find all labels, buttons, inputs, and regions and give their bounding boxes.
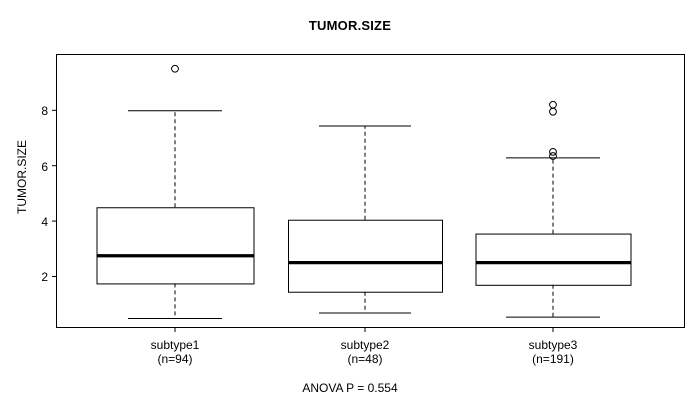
- x-tick-name-subtype2: subtype2: [340, 338, 390, 352]
- y-tick-label-8: 8: [41, 104, 48, 118]
- boxes-layer: [96, 64, 632, 320]
- y-tick-label-6: 6: [41, 160, 48, 174]
- x-axis-ticks: [174, 327, 554, 332]
- y-tick-label-4: 4: [41, 215, 48, 229]
- outlier-point-subtype3-4: [549, 152, 557, 160]
- x-tick-label-subtype2: subtype2 (n=48): [275, 338, 455, 366]
- outlier-point-subtype3-1: [549, 100, 557, 109]
- y-tick-label-2: 2: [41, 270, 48, 284]
- x-tick-count-subtype3: (n=191): [532, 352, 574, 366]
- chart-title: TUMOR.SIZE: [308, 18, 392, 33]
- y-axis-ticks: [52, 109, 56, 277]
- outlier-point-subtype1-1: [171, 64, 179, 73]
- x-tick-label-subtype1: subtype1 (n=94): [85, 338, 265, 366]
- box-subtype1: [96, 207, 255, 285]
- outlier-point-subtype3-2: [549, 107, 557, 116]
- outlier-point-subtype3-3: [549, 147, 557, 156]
- plot-frame: [56, 54, 685, 328]
- x-tick-count-subtype2: (n=48): [347, 352, 383, 366]
- anova-annotation: ANOVA P = 0.554: [302, 381, 398, 395]
- x-tick-count-subtype1: (n=94): [157, 352, 193, 366]
- box-subtype2: [288, 219, 443, 293]
- x-tick-name-subtype3: subtype3: [528, 338, 578, 352]
- x-tick-label-subtype3: subtype3 (n=191): [463, 338, 643, 366]
- x-tick-name-subtype1: subtype1: [150, 338, 200, 352]
- boxplot-subtype1[interactable]: [96, 64, 255, 320]
- boxplot-subtype3[interactable]: [475, 100, 632, 318]
- boxplot-subtype2[interactable]: [288, 125, 443, 314]
- box-subtype3: [475, 233, 632, 286]
